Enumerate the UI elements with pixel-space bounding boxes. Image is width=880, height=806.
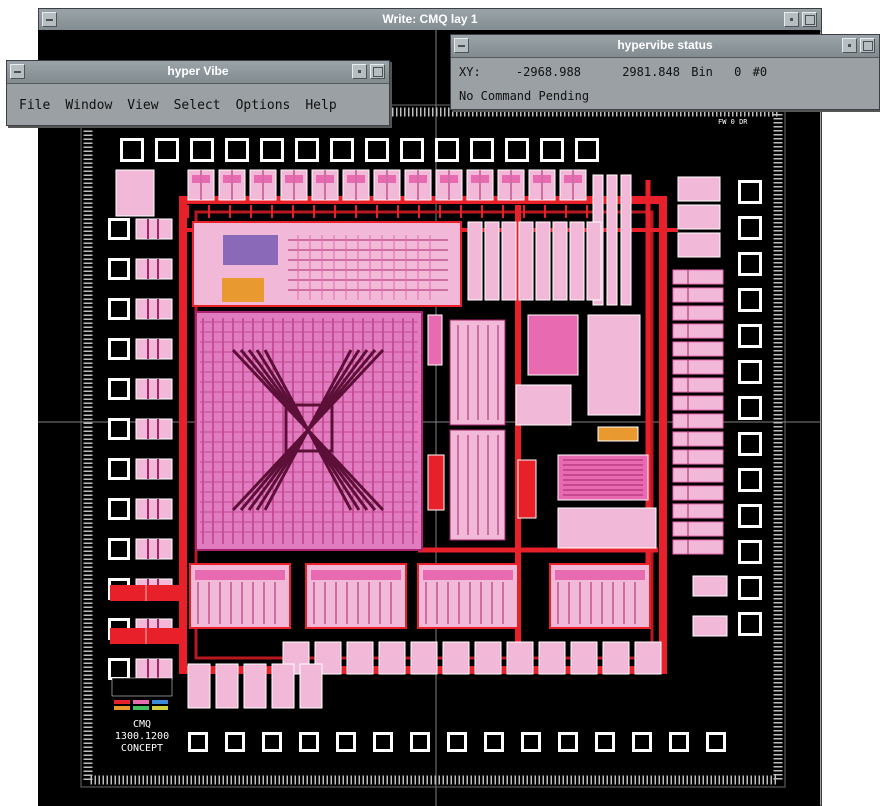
menu-options[interactable]: Options (235, 98, 291, 113)
bin-extra: #0 (752, 65, 768, 79)
top-bond-pads (120, 138, 599, 162)
hypervibe-title: hyper Vibe (167, 64, 229, 78)
window-menu-icon[interactable] (42, 12, 57, 27)
chip-boundary (80, 104, 786, 788)
status-xy-line: XY: -2968.988 2981.848 Bin 0 #0 (459, 65, 767, 79)
status-title: hypervibe status (617, 38, 713, 52)
chip-label-line-1: CMQ (133, 719, 151, 730)
hypervibe-window: hyper Vibe File Window View Select Options He… (6, 60, 390, 126)
chip-label: CMQ 1300.1200 CONCEPT (111, 677, 173, 754)
layout-window-title: Write: CMQ lay 1 (382, 12, 478, 26)
menu-file[interactable]: File (19, 98, 51, 113)
chip-layout-canvas[interactable]: CMQ 1300.1200 CONCEPT FW 0 DR (38, 30, 820, 806)
right-bond-pads (738, 180, 762, 636)
menu-help[interactable]: Help (305, 98, 337, 113)
window-menu-icon[interactable] (10, 64, 25, 79)
top-standard-cell-row (115, 169, 588, 218)
maximize-icon[interactable] (860, 38, 875, 53)
status-titlebar[interactable]: hypervibe status (451, 35, 879, 58)
xy-label: XY: (459, 65, 481, 79)
menu-view[interactable]: View (127, 98, 159, 113)
x-coordinate: -2968.988 (515, 65, 581, 79)
chip-label-line-3: CONCEPT (121, 743, 163, 754)
left-red-blocks (110, 585, 182, 644)
layout-window-titlebar[interactable]: Write: CMQ lay 1 (39, 9, 821, 32)
hypervibe-titlebar[interactable]: hyper Vibe (7, 61, 389, 84)
window-menu-icon[interactable] (454, 38, 469, 53)
minimize-icon[interactable] (842, 38, 857, 53)
menu-window[interactable]: Window (65, 98, 113, 113)
minimize-icon[interactable] (784, 12, 799, 27)
right-logic-column (467, 174, 724, 555)
command-status: No Command Pending (459, 89, 590, 103)
y-coordinate: 2981.848 (622, 65, 680, 79)
status-window: hypervibe status XY: -2968.988 2981.848 … (450, 34, 880, 110)
bin-value: 0 (734, 65, 742, 79)
sense-amplifier-blocks (187, 563, 728, 709)
memory-array (195, 311, 423, 551)
bottom-bond-pads (188, 732, 726, 752)
middle-logic-blocks (427, 314, 657, 549)
corner-label: FW 0 DR (718, 118, 748, 126)
menu-select[interactable]: Select (173, 98, 221, 113)
maximize-icon[interactable] (802, 12, 817, 27)
chip-label-line-2: 1300.1200 (115, 731, 169, 742)
decoder-block (192, 221, 462, 307)
bin-label: Bin (691, 65, 713, 79)
maximize-icon[interactable] (370, 64, 385, 79)
minimize-icon[interactable] (352, 64, 367, 79)
menu-bar: File Window View Select Options Help (19, 94, 337, 113)
